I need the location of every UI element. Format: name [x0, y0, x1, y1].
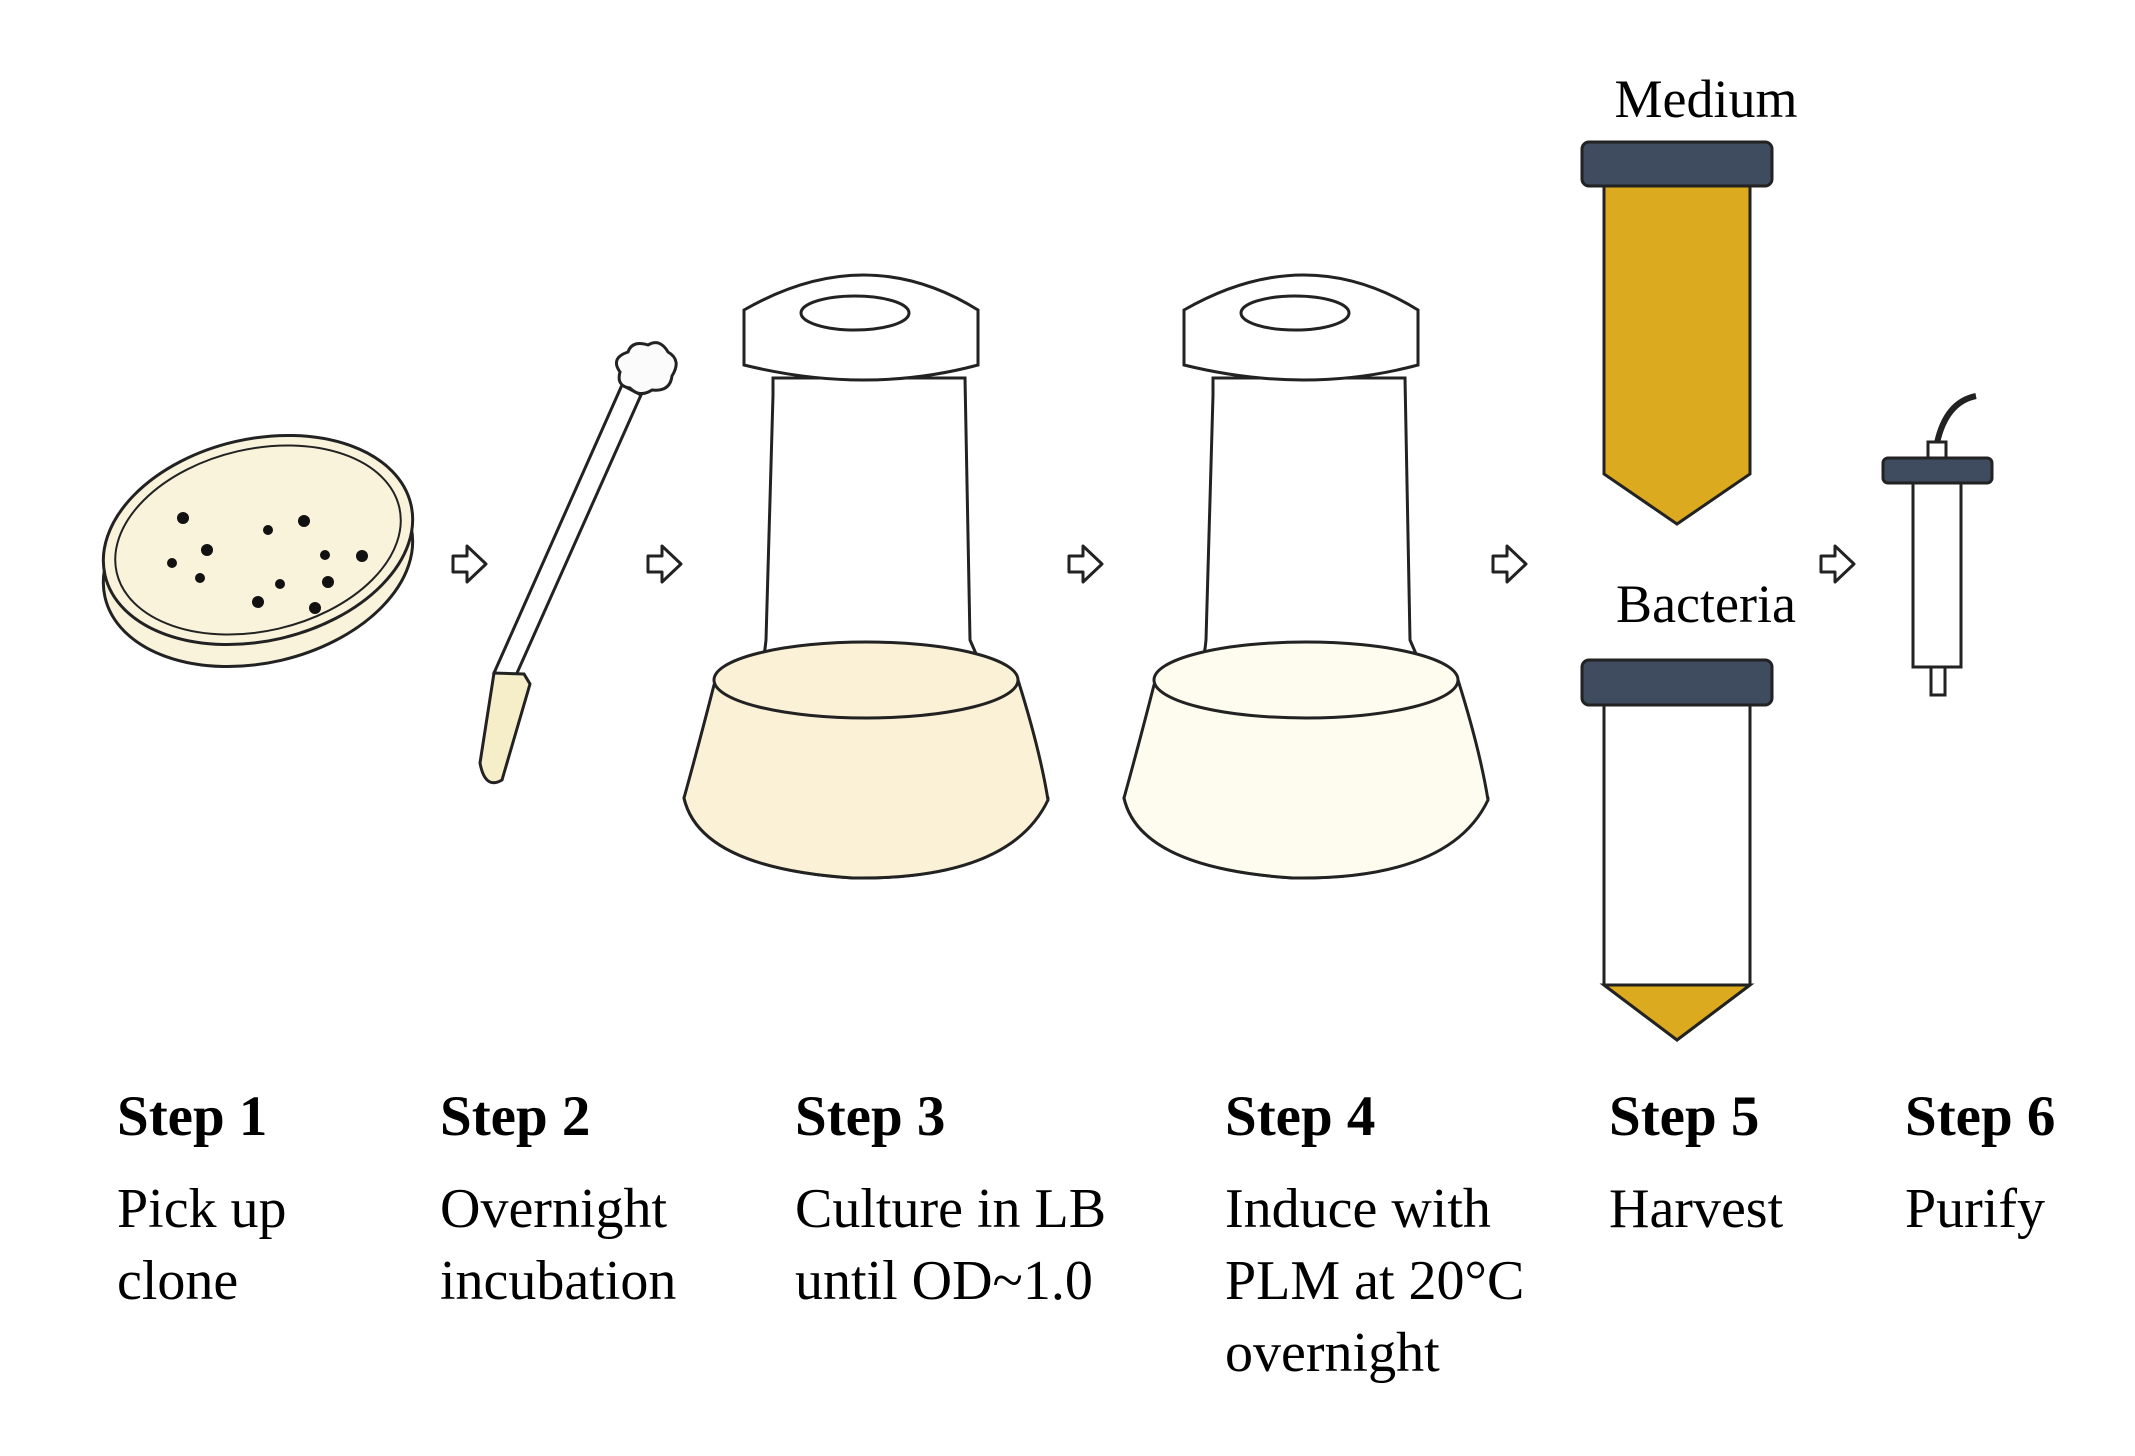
arrow-right-icon [451, 544, 488, 584]
centrifuge-tube-icon [1580, 140, 1774, 526]
step-2-title: Step 2 [440, 1085, 591, 1148]
step-6-title: Step 6 [1905, 1085, 2056, 1148]
step-6-description: Purify [1905, 1173, 2045, 1245]
step-4-line-2: PLM at 20°C [1225, 1250, 1525, 1312]
step-3-title: Step 3 [795, 1085, 946, 1148]
step-3-line-2: until OD~1.0 [795, 1250, 1093, 1312]
inoculating-loop-icon [478, 341, 678, 785]
step-5-title: Step 5 [1609, 1085, 1760, 1148]
step-5-description: Harvest [1609, 1173, 1783, 1245]
step-1-description: Pick up clone [117, 1173, 287, 1317]
petri-dish-icon [101, 433, 415, 669]
arrow-right-icon [1491, 544, 1528, 584]
bacterial-colonies [167, 512, 368, 614]
step-5-line-1: Harvest [1609, 1178, 1784, 1240]
centrifuge-tube-icon [1580, 658, 1774, 1042]
step-4-line-3: overnight [1225, 1322, 1440, 1384]
medium-label: Medium [1615, 69, 1798, 129]
bacteria-label: Bacteria [1616, 574, 1796, 634]
arrow-right-icon [1819, 544, 1856, 584]
arrow-right-icon [646, 544, 683, 584]
step-1-line-2: clone [117, 1250, 239, 1312]
step-3-line-1: Culture in LB [795, 1178, 1107, 1240]
step-6-line-1: Purify [1905, 1178, 2045, 1240]
step-3-description: Culture in LB until OD~1.0 [795, 1173, 1106, 1317]
step-1-title: Step 1 [117, 1085, 268, 1148]
step-4-title: Step 4 [1225, 1085, 1376, 1148]
flask-icon [1122, 273, 1490, 880]
step-2-description: Overnight incubation [440, 1173, 676, 1317]
step-4-line-1: Induce with [1225, 1178, 1491, 1240]
step-2-line-2: incubation [440, 1250, 677, 1312]
step-2-line-1: Overnight [440, 1178, 668, 1240]
step-1-line-1: Pick up [117, 1178, 287, 1240]
arrow-right-icon [1067, 544, 1104, 584]
step-4-description: Induce with PLM at 20°C overnight [1225, 1173, 1524, 1389]
purification-column-icon [1881, 393, 1994, 697]
flask-icon [682, 273, 1050, 880]
